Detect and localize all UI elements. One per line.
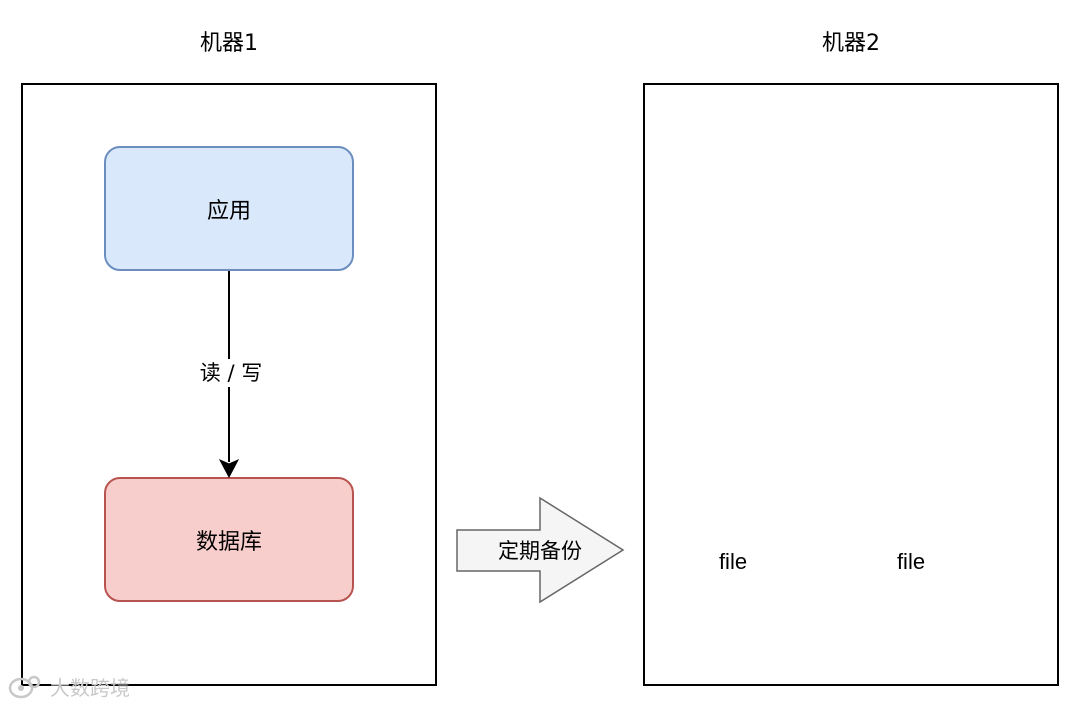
watermark: 大数跨境 (8, 672, 130, 701)
wechat-logo-icon (8, 675, 41, 698)
database-node: 数据库 (104, 477, 354, 602)
file-stack-2-label: file (896, 549, 926, 574)
machine2-title: 机器2 (822, 31, 880, 56)
backup-arrow-label: 定期备份 (498, 539, 582, 563)
app-node: 应用 (104, 146, 354, 271)
backup-arrow (456, 496, 625, 604)
read-write-arrowhead (218, 458, 240, 479)
database-node-label: 数据库 (195, 529, 262, 555)
file-stack-1-label: file (718, 549, 748, 574)
machine1-title: 机器1 (200, 31, 258, 56)
machine2-box (643, 83, 1059, 686)
app-node-label: 应用 (206, 198, 251, 224)
watermark-text: 大数跨境 (50, 676, 130, 700)
read-write-label: 读 / 写 (189, 359, 273, 387)
